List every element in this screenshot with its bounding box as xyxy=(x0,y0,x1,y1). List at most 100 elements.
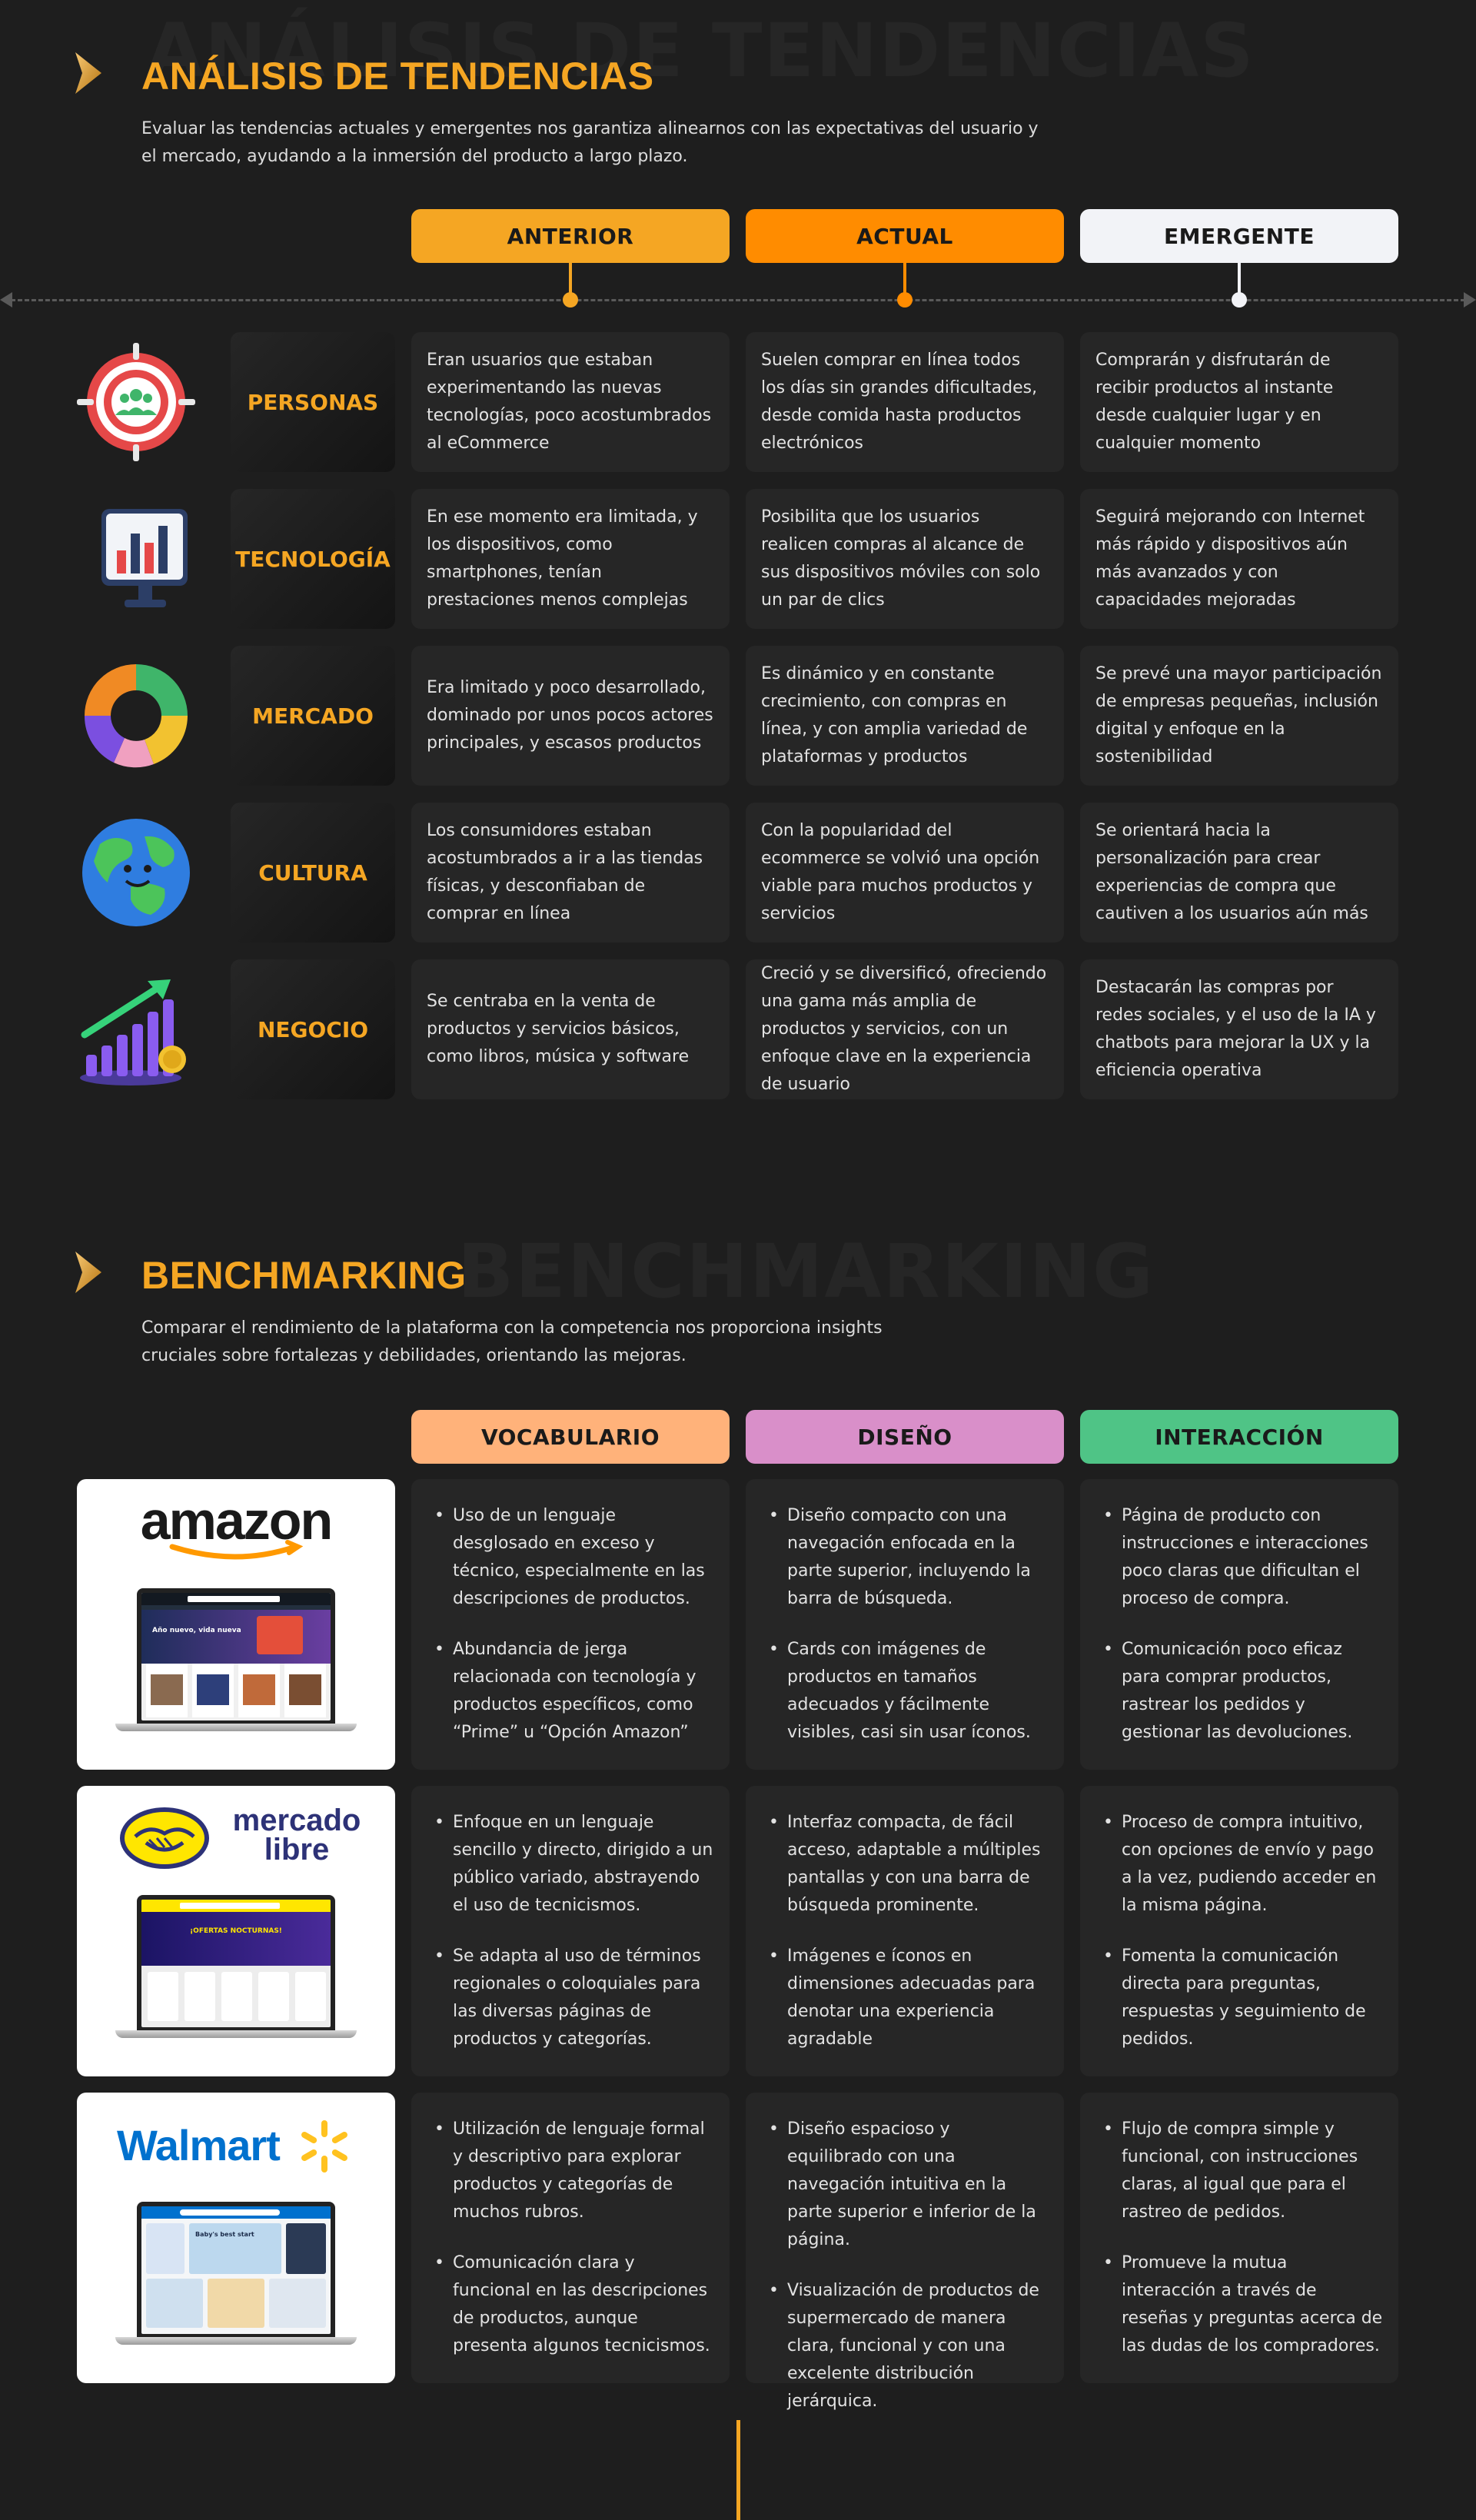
bullet-item: Comunicación poco eficaz para comprar pr… xyxy=(1102,1636,1383,1747)
trend-cell-emergente: Seguirá mejorando con Internet más rápid… xyxy=(1080,489,1398,629)
amazon-laptop-screenshot: Año nuevo, vida nueva xyxy=(115,1588,357,1734)
column-header-vocabulario: VOCABULARIO xyxy=(411,1410,730,1464)
trend-cell-actual: Con la popularidad del ecommerce se volv… xyxy=(746,803,1064,943)
mercadolibre-logo xyxy=(120,1807,209,1869)
walmart-laptop-screenshot: Baby's best start xyxy=(115,2202,357,2348)
trend-cell-emergente: Se orientará hacia la personalización pa… xyxy=(1080,803,1398,943)
page-title: ANÁLISIS DE TENDENCIAS xyxy=(141,55,654,98)
trend-row-mercado: MERCADO Era limitado y poco desarrollado… xyxy=(0,646,1476,786)
trends-watermark: ANÁLISIS DE TENDENCIAS xyxy=(146,8,1255,94)
trend-row-cultura: CULTURA Los consumidores estaban acostum… xyxy=(0,803,1476,943)
trend-cell-actual: Suelen comprar en línea todos los días s… xyxy=(746,332,1064,472)
trend-cell-anterior: Los consumidores estaban acostumbrados a… xyxy=(411,803,730,943)
amazon-hero-text: Año nuevo, vida nueva xyxy=(152,1627,241,1634)
trend-cell-anterior: Eran usuarios que estaban experimentando… xyxy=(411,332,730,472)
trend-cell-actual: Creció y se diversificó, ofreciendo una … xyxy=(746,959,1064,1099)
timeline-stem xyxy=(1238,263,1241,297)
timeline-dot xyxy=(1232,292,1247,308)
bullet-item: Uso de un lenguaje desglosado en exceso … xyxy=(433,1502,714,1613)
section-connector-line xyxy=(736,2420,740,2520)
amazon-card: amazon Año nuevo, vida nueva xyxy=(77,1479,395,1770)
arrow-left-icon xyxy=(0,292,12,308)
trend-cell-anterior: Era limitado y poco desarrollado, domina… xyxy=(411,646,730,786)
column-header-interaccion: INTERACCIÓN xyxy=(1080,1410,1398,1464)
trends-description: Evaluar las tendencias actuales y emerge… xyxy=(141,119,1039,166)
globe-icon xyxy=(82,819,190,926)
bullet-item: Promueve la mutua interacción a través d… xyxy=(1102,2249,1383,2360)
column-header-emergente: EMERGENTE xyxy=(1080,209,1398,263)
walmart-logo: Walmart xyxy=(117,2120,347,2173)
row-label: NEGOCIO xyxy=(231,959,395,1099)
trend-cell-emergente: Se prevé una mayor participación de empr… xyxy=(1080,646,1398,786)
growth-bars-icon xyxy=(80,979,186,1085)
benchmark-cell-interaccion: Proceso de compra intuitivo, con opcione… xyxy=(1080,1786,1398,2076)
bullet-item: Página de producto con instrucciones e i… xyxy=(1102,1502,1383,1613)
column-header-diseno: DISEÑO xyxy=(746,1410,1064,1464)
trend-cell-anterior: Se centraba en la venta de productos y s… xyxy=(411,959,730,1099)
bullet-item: Comunicación clara y funcional en las de… xyxy=(433,2249,714,2360)
trend-cell-emergente: Destacarán las compras por redes sociale… xyxy=(1080,959,1398,1099)
monitor-chart-icon xyxy=(101,509,188,607)
timeline-dot xyxy=(897,292,913,308)
bullet-item: Utilización de lenguaje formal y descrip… xyxy=(433,2116,714,2226)
row-label: MERCADO xyxy=(231,646,395,786)
chevron-right-icon xyxy=(75,52,101,94)
timeline-stem xyxy=(569,263,572,297)
trends-section: ANÁLISIS DE TENDENCIAS ANÁLISIS DE TENDE… xyxy=(0,0,1476,1138)
trend-cell-emergente: Comprarán y disfrutarán de recibir produ… xyxy=(1080,332,1398,472)
bullet-item: Visualización de productos de supermerca… xyxy=(767,2277,1049,2415)
benchmark-row-walmart: Walmart Baby's bes xyxy=(0,2093,1476,2411)
row-label: PERSONAS xyxy=(231,332,395,472)
bullet-item: Imágenes e íconos en dimensiones adecuad… xyxy=(767,1943,1049,2053)
bullet-item: Fomenta la comunicación directa para pre… xyxy=(1102,1943,1383,2053)
donut-chart-icon xyxy=(84,664,188,768)
benchmark-row-mercadolibre: mercado libre ¡OFERTAS NOCTURNAS! xyxy=(0,1786,1476,2076)
benchmark-cell-vocabulario: Uso de un lenguaje desglosado en exceso … xyxy=(411,1479,730,1770)
timeline-dot xyxy=(563,292,578,308)
chevron-right-icon xyxy=(75,1252,101,1293)
walmart-card: Walmart Baby's bes xyxy=(77,2093,395,2383)
trend-cell-anterior: En ese momento era limitada, y los dispo… xyxy=(411,489,730,629)
trend-cell-actual: Es dinámico y en constante crecimiento, … xyxy=(746,646,1064,786)
bullet-item: Se adapta al uso de términos regionales … xyxy=(433,1943,714,2053)
bullet-item: Diseño espacioso y equilibrado con una n… xyxy=(767,2116,1049,2254)
timeline-line xyxy=(11,299,1465,301)
benchmark-description: Comparar el rendimiento de la plataforma… xyxy=(141,1318,883,1365)
trend-cell-actual: Posibilita que los usuarios realicen com… xyxy=(746,489,1064,629)
mercadolibre-wordmark: mercado libre xyxy=(232,1804,361,1867)
mercadolibre-card: mercado libre ¡OFERTAS NOCTURNAS! xyxy=(77,1786,395,2076)
benchmark-watermark: BENCHMARKING xyxy=(457,1228,1155,1315)
bullet-item: Interfaz compacta, de fácil acceso, adap… xyxy=(767,1809,1049,1920)
benchmark-cell-diseno: Diseño compacto con una navegación enfoc… xyxy=(746,1479,1064,1770)
timeline-stem xyxy=(903,263,906,297)
benchmark-cell-interaccion: Flujo de compra simple y funcional, con … xyxy=(1080,2093,1398,2383)
benchmark-row-amazon: amazon Año nuevo, vida nueva xyxy=(0,1479,1476,1770)
column-header-anterior: ANTERIOR xyxy=(411,209,730,263)
bullet-item: Proceso de compra intuitivo, con opcione… xyxy=(1102,1809,1383,1920)
benchmark-section: BENCHMARKING BENCHMARKING Comparar el re… xyxy=(0,1199,1476,2520)
walmart-hero-text: Baby's best start xyxy=(195,2231,254,2238)
row-label: CULTURA xyxy=(231,803,395,943)
column-header-actual: ACTUAL xyxy=(746,209,1064,263)
section-title: BENCHMARKING xyxy=(141,1254,467,1297)
benchmark-cell-vocabulario: Utilización de lenguaje formal y descrip… xyxy=(411,2093,730,2383)
trend-row-tecnologia: TECNOLOGÍA En ese momento era limitada, … xyxy=(0,489,1476,629)
benchmark-cell-diseno: Interfaz compacta, de fácil acceso, adap… xyxy=(746,1786,1064,2076)
mercadolibre-hero-text: ¡OFERTAS NOCTURNAS! xyxy=(190,1927,282,1935)
bullet-item: Diseño compacto con una navegación enfoc… xyxy=(767,1502,1049,1613)
bullet-item: Flujo de compra simple y funcional, con … xyxy=(1102,2116,1383,2226)
amazon-wordmark: amazon xyxy=(141,1496,332,1551)
benchmark-cell-diseno: Diseño espacioso y equilibrado con una n… xyxy=(746,2093,1064,2411)
trend-row-negocio: NEGOCIO Se centraba en la venta de produ… xyxy=(0,959,1476,1099)
target-people-icon xyxy=(77,343,195,461)
benchmark-cell-vocabulario: Enfoque en un lenguaje sencillo y direct… xyxy=(411,1786,730,2076)
timeline xyxy=(0,292,1476,308)
walmart-wordmark: Walmart xyxy=(117,2121,280,2169)
bullet-item: Abundancia de jerga relacionada con tecn… xyxy=(433,1636,714,1747)
bullet-item: Cards con imágenes de productos en tamañ… xyxy=(767,1636,1049,1747)
benchmark-cell-interaccion: Página de producto con instrucciones e i… xyxy=(1080,1479,1398,1770)
arrow-right-icon xyxy=(1464,292,1476,308)
mercadolibre-laptop-screenshot: ¡OFERTAS NOCTURNAS! xyxy=(115,1895,357,2041)
amazon-logo: amazon xyxy=(141,1496,333,1560)
row-label: TECNOLOGÍA xyxy=(231,489,395,629)
